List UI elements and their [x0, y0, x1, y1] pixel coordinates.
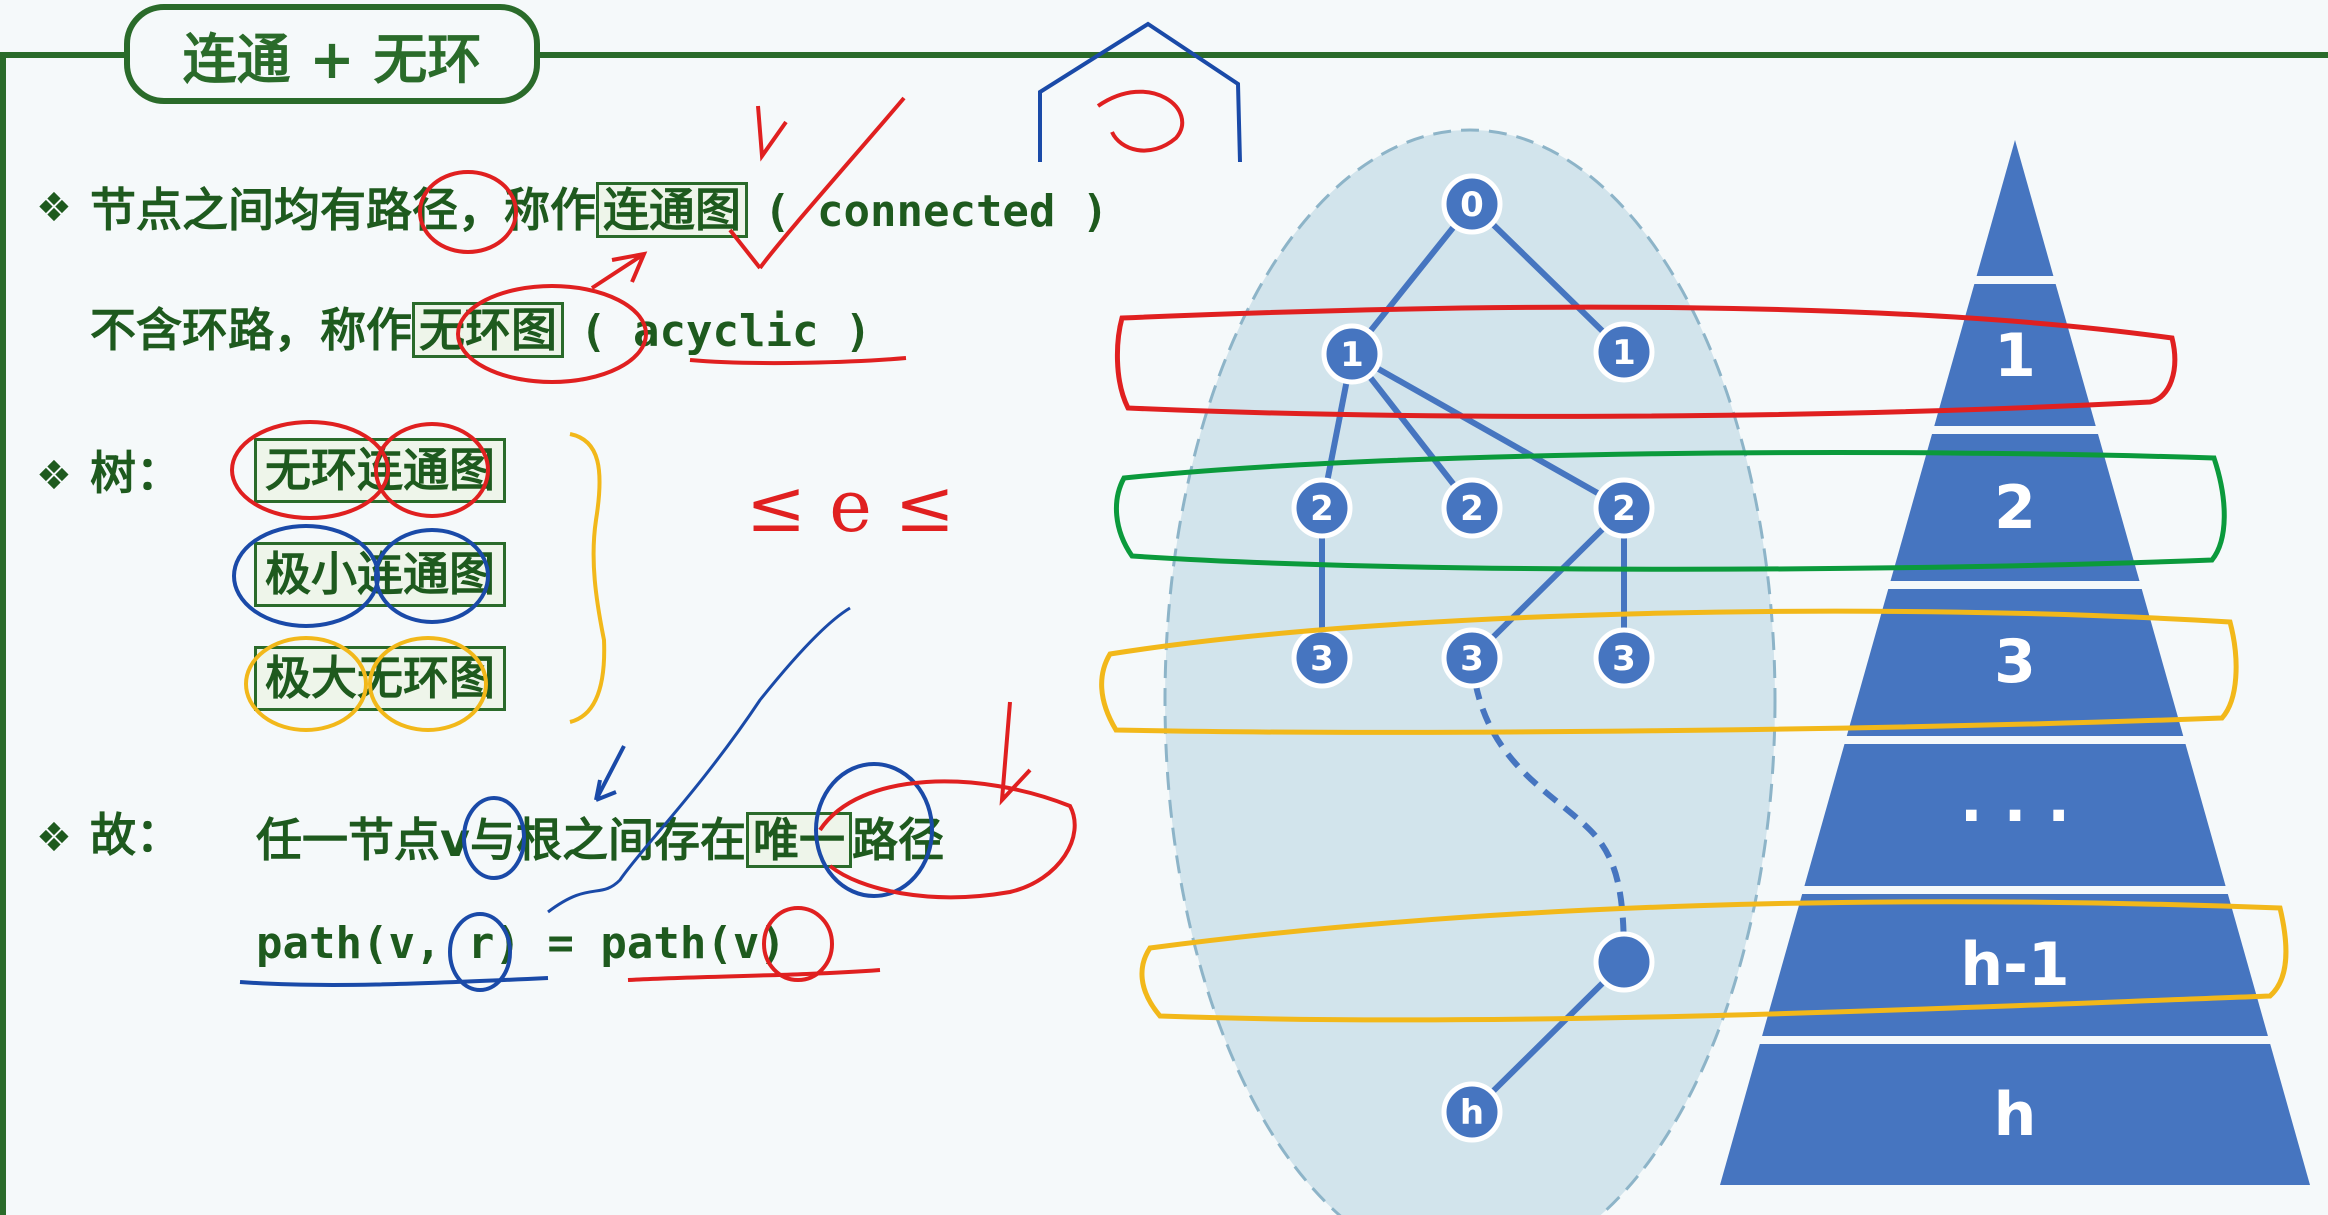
v-circle-annotation [462, 796, 526, 880]
arrow-annotation [756, 105, 788, 162]
tree-def-annotation [374, 422, 490, 518]
acyclic-term: 无环图 [412, 302, 564, 358]
pointer-annotation [547, 606, 851, 914]
slide-title: 连通 + 无环 [124, 4, 540, 104]
left-rule [0, 52, 6, 1215]
path-circle-annotation [418, 170, 518, 254]
check-mark-annotation [758, 96, 906, 270]
unique-term: 唯一 [746, 812, 852, 868]
bullet-icon: ❖ [36, 185, 72, 231]
node-label: 0 [1460, 185, 1484, 225]
level-1-annotation-loop [1114, 304, 2178, 419]
header-rule [0, 52, 2328, 58]
pyramid [1720, 140, 2310, 1185]
node-label: 2 [1612, 489, 1636, 529]
path-formula: path(v, r) = path(v) [256, 918, 786, 969]
house-sketch [1038, 21, 1242, 163]
level-3-annotation-loop [1099, 608, 2239, 735]
v-circle-annotation [762, 906, 834, 982]
tree-label: 树： [90, 446, 182, 500]
tree-nodes [1291, 173, 1655, 1143]
pyramid-level-1: 1 [1994, 321, 2036, 391]
tree-bracket-annotation [569, 432, 607, 724]
node-label: 1 [1612, 333, 1636, 373]
tree-def-annotation [244, 636, 368, 732]
pyramid-level-h: h [1994, 1080, 2037, 1150]
therefore-label: 故： [90, 808, 182, 862]
tree-node [1593, 321, 1655, 383]
node-label: 3 [1612, 639, 1636, 679]
node-label: 2 [1310, 489, 1334, 529]
bullet-icon: ❖ [36, 815, 72, 861]
tree-node [1441, 627, 1503, 689]
pyramid-level-h-1: h-1 [1960, 930, 2069, 1000]
tree-def-annotation [368, 636, 488, 732]
pyramid-level-ellipsis: · · · [1960, 781, 2070, 851]
acyclic-text: 不含环路，称作 [90, 303, 412, 357]
check-mark-annotation [728, 228, 762, 270]
arrow-annotation [594, 745, 626, 802]
acyclic-definition: 不含环路，称作无环图 ( acyclic ) [90, 302, 871, 358]
node-label: 1 [1340, 335, 1364, 375]
path-underline [627, 968, 881, 982]
unique-circle-annotation [814, 762, 934, 898]
node-label: 3 [1310, 639, 1334, 679]
tree-def-annotation [230, 420, 390, 520]
root-circle-annotation [448, 912, 512, 992]
acyclic-circle-annotation [456, 284, 648, 384]
tree-node [1441, 173, 1503, 235]
acyclic-underline [689, 356, 907, 366]
tree-node [1441, 1081, 1503, 1143]
connected-term: 连通图 [596, 182, 748, 238]
tree-node-unlabeled [1593, 931, 1655, 993]
node-label: 3 [1460, 639, 1484, 679]
tree-node [1593, 477, 1655, 539]
tree-node [1321, 323, 1383, 385]
edge-inequality-annotation: ≤ e ≤ [746, 464, 956, 548]
path-underline [239, 976, 549, 987]
pyramid-dividers [1750, 276, 2280, 1044]
acyclic-english: ( acyclic ) [580, 306, 872, 357]
pyramid-level-3: 3 [1994, 627, 2036, 697]
tree-node [1441, 477, 1503, 539]
pyramid-level-2: 2 [1994, 473, 2036, 543]
level-h-1-annotation-loop [1139, 899, 2289, 1023]
tree-node [1593, 627, 1655, 689]
level-2-annotation-loop [1113, 450, 2227, 572]
tree-node [1291, 477, 1353, 539]
tree-def-annotation [232, 524, 380, 628]
arrow-annotation [999, 701, 1032, 806]
bullet-icon: ❖ [36, 453, 72, 499]
unique-path-circle-annotation [818, 779, 1077, 900]
arrow-annotation [590, 251, 648, 290]
dashed-path-edge [1469, 657, 1627, 963]
cycle-arrow-sketch [1096, 89, 1185, 153]
node-label: 2 [1460, 489, 1484, 529]
node-label: h [1460, 1093, 1484, 1133]
tree-def-annotation [374, 528, 490, 624]
